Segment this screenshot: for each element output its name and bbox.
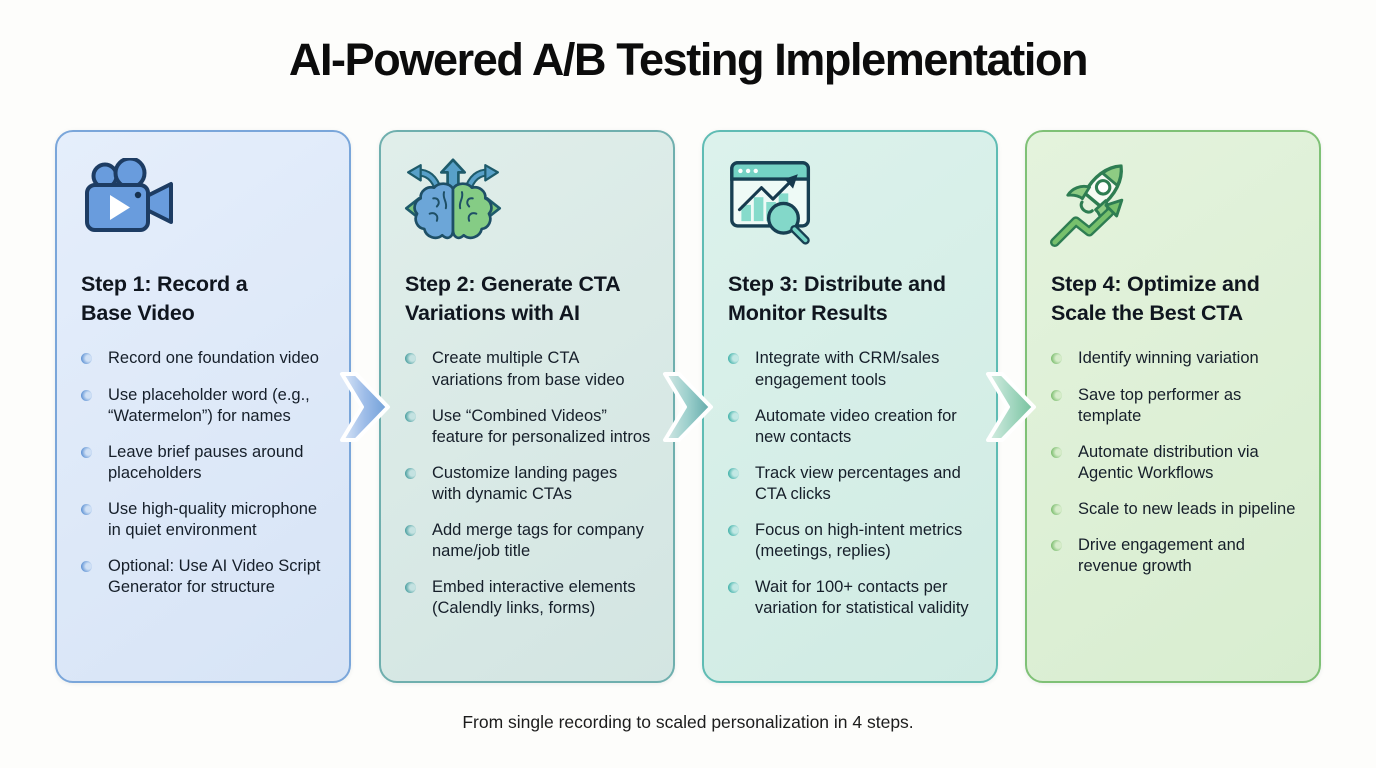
bullet-dot-icon: [1051, 504, 1062, 516]
bullet-dot-icon: [81, 389, 92, 401]
bullet-text: Use “Combined Videos” feature for person…: [432, 406, 651, 446]
step-4-icon-area: [1049, 158, 1297, 248]
step-2-icon-area: [403, 158, 651, 246]
bullet-dot-icon: [728, 467, 739, 479]
bullet-item: Identify winning variation: [1049, 348, 1297, 369]
step-3-title: Step 3: Distribute and Monitor Results: [728, 272, 946, 326]
step-4-title: Step 4: Optimize and Scale the Best CTA: [1051, 272, 1260, 326]
step-3-icon-area: [726, 158, 974, 246]
bullet-text: Focus on high-intent metrics (meetings, …: [755, 521, 963, 561]
bullet-dot-icon: [405, 582, 416, 594]
page-title: AI-Powered A/B Testing Implementation: [288, 34, 1089, 85]
bullet-item: Leave brief pauses around placeholders: [79, 442, 327, 484]
bullet-dot-icon: [1051, 353, 1062, 365]
bullet-text: Automate video creation for new contacts: [755, 406, 957, 446]
bullet-dot-icon: [405, 525, 416, 537]
bullet-dot-icon: [405, 467, 416, 479]
bullet-dot-icon: [405, 410, 416, 422]
bullet-text: Save top performer as template: [1078, 385, 1242, 425]
step-1-title: Step 1: Record a Base Video: [81, 272, 248, 326]
bullet-item: Focus on high-intent metrics (meetings, …: [726, 520, 974, 562]
bullet-text: Leave brief pauses around placeholders: [108, 442, 304, 482]
bullet-item: Use placeholder word (e.g., “Watermelon”…: [79, 385, 327, 427]
bullet-item: Scale to new leads in pipeline: [1049, 499, 1297, 520]
connector-arrow-1-icon: [340, 372, 390, 442]
bullet-text: Automate distribution via Agentic Workfl…: [1078, 442, 1259, 482]
bullet-text: Customize landing pages with dynamic CTA…: [432, 463, 618, 504]
bullet-item: Integrate with CRM/sales engagement tool…: [726, 348, 974, 390]
bullet-dot-icon: [1051, 446, 1062, 458]
bullet-dot-icon: [1051, 540, 1062, 552]
bullet-dot-icon: [728, 525, 739, 537]
step-1-card: Step 1: Record a Base Video Record one f…: [55, 130, 351, 683]
bullet-text: Use high-quality microphone in quiet env…: [108, 500, 318, 540]
bullet-text: Integrate with CRM/sales engagement tool…: [755, 349, 940, 389]
step-3-bullet-list: Integrate with CRM/sales engagement tool…: [726, 348, 974, 619]
bullet-item: Drive engagement and revenue growth: [1049, 535, 1297, 577]
bullet-dot-icon: [81, 353, 92, 365]
bullet-item: Save top performer as template: [1049, 385, 1297, 427]
step-2-card: Step 2: Generate CTA Variations with AI …: [379, 130, 675, 683]
bullet-text: Scale to new leads in pipeline: [1078, 500, 1296, 519]
bullet-item: Optional: Use AI Video Script Generator …: [79, 556, 327, 598]
bullet-item: Automate video creation for new contacts: [726, 406, 974, 448]
bullet-text: Drive engagement and revenue growth: [1078, 536, 1245, 576]
step-3-card: Step 3: Distribute and Monitor Results I…: [702, 130, 998, 683]
step-4-card: Step 4: Optimize and Scale the Best CTA …: [1025, 130, 1321, 683]
bullet-text: Wait for 100+ contacts per variation for…: [755, 578, 969, 618]
bullet-text: Use placeholder word (e.g., “Watermelon”…: [108, 385, 310, 425]
bullet-item: Automate distribution via Agentic Workfl…: [1049, 442, 1297, 484]
bullet-text: Track view percentages and CTA clicks: [755, 463, 961, 504]
bullet-text: Optional: Use AI Video Script Generator …: [108, 557, 321, 597]
analytics-browser-icon: [730, 161, 811, 245]
video-camera-icon: [85, 156, 173, 232]
bullet-item: Customize landing pages with dynamic CTA…: [403, 463, 651, 505]
step-4-bullet-list: Identify winning variation Save top perf…: [1049, 348, 1297, 577]
bullet-item: Track view percentages and CTA clicks: [726, 463, 974, 505]
bullet-item: Use “Combined Videos” feature for person…: [403, 406, 651, 448]
bullet-dot-icon: [728, 410, 739, 422]
bullet-item: Wait for 100+ contacts per variation for…: [726, 577, 974, 619]
bullet-text: Add merge tags for company name/job titl…: [432, 521, 644, 561]
bullet-text: Create multiple CTA variations from base…: [432, 349, 625, 389]
step-1-icon-area: [79, 156, 327, 246]
bullet-dot-icon: [81, 446, 92, 458]
step-1-bullet-list: Record one foundation video Use placehol…: [79, 348, 327, 598]
footer-caption: From single recording to scaled personal…: [462, 712, 914, 732]
bullet-text: Embed interactive elements (Calendly lin…: [432, 578, 636, 618]
bullet-item: Create multiple CTA variations from base…: [403, 348, 651, 390]
bullet-text: Identify winning variation: [1078, 349, 1259, 368]
bullet-dot-icon: [81, 504, 92, 516]
bullet-dot-icon: [81, 561, 92, 573]
bullet-dot-icon: [405, 353, 416, 365]
connector-arrow-2-icon: [663, 372, 713, 442]
bullet-item: Use high-quality microphone in quiet env…: [79, 499, 327, 541]
bullet-text: Record one foundation video: [108, 349, 319, 368]
bullet-dot-icon: [728, 353, 739, 365]
rocket-growth-icon: [1050, 164, 1124, 248]
ai-brain-arrows-icon: [404, 158, 502, 240]
step-2-title: Step 2: Generate CTA Variations with AI: [405, 272, 621, 326]
bullet-dot-icon: [1051, 389, 1062, 401]
bullet-item: Add merge tags for company name/job titl…: [403, 520, 651, 562]
bullet-item: Embed interactive elements (Calendly lin…: [403, 577, 651, 619]
connector-arrow-3-icon: [986, 372, 1036, 442]
bullet-dot-icon: [728, 582, 739, 594]
bullet-item: Record one foundation video: [79, 348, 327, 369]
step-2-bullet-list: Create multiple CTA variations from base…: [403, 348, 651, 619]
